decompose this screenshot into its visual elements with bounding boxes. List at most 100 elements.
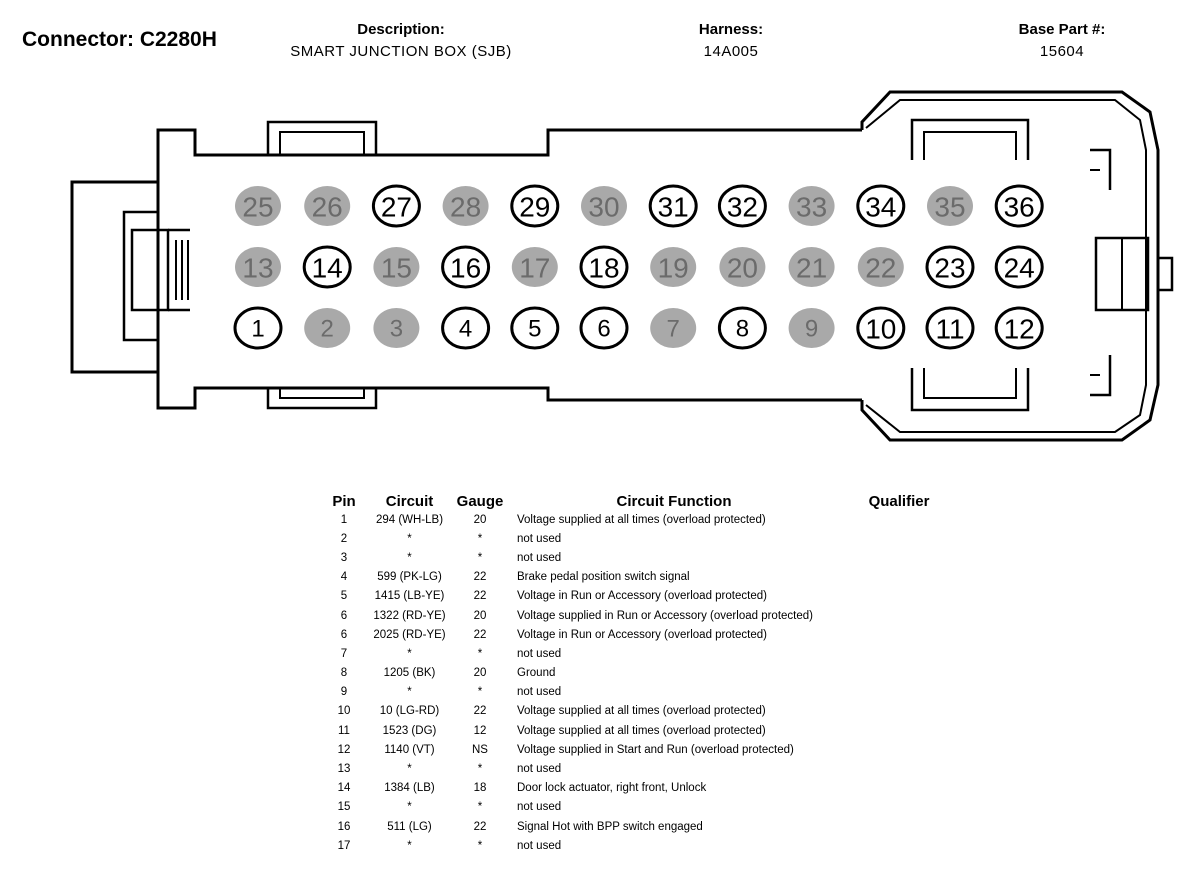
pin-circle <box>650 247 697 287</box>
pin-circle <box>719 247 766 287</box>
pin-15: 15 <box>373 247 420 287</box>
pin-17: 17 <box>511 247 558 287</box>
table-header-row: Pin Circuit Gauge Circuit Function Quali… <box>320 492 959 510</box>
pin-33: 33 <box>788 186 835 226</box>
cell-function: Voltage supplied in Run or Accessory (ov… <box>517 609 813 622</box>
cell-circuit: 1140 (VT) <box>384 743 435 756</box>
cell-circuit: 599 (PK-LG) <box>377 571 442 584</box>
cell-gauge: NS <box>472 743 488 756</box>
table-row: 17**not used <box>320 836 959 855</box>
cell-qualifier <box>839 606 959 625</box>
pin-8: 8 <box>717 306 767 350</box>
pin-number: 33 <box>796 192 827 223</box>
cell-gauge: 20 <box>473 513 487 526</box>
cell-function: Brake pedal position switch signal <box>517 571 690 584</box>
pin-circle <box>511 247 558 287</box>
pin-9: 9 <box>788 308 835 348</box>
pin-number: 23 <box>934 253 965 284</box>
cell-pin: 8 <box>340 667 348 680</box>
description-block: Description: SMART JUNCTION BOX (SJB) <box>271 21 531 60</box>
cell-gauge: * <box>477 551 483 564</box>
cell-circuit: * <box>407 686 412 699</box>
pin-circle <box>648 184 698 228</box>
pin-number: 17 <box>519 253 550 284</box>
pin-30: 30 <box>581 186 627 226</box>
cell-circuit: 1384 (LB) <box>384 782 435 795</box>
pin-circle <box>994 306 1044 350</box>
cell-function: Voltage in Run or Accessory (overload pr… <box>517 590 767 603</box>
pin-number: 7 <box>667 316 680 343</box>
pin-34: 34 <box>856 184 906 228</box>
cell-circuit: * <box>407 801 412 814</box>
pin-29: 29 <box>510 184 560 228</box>
pin-number: 19 <box>658 253 689 284</box>
pin-5: 5 <box>510 306 560 350</box>
table-row: 9**not used <box>320 683 959 702</box>
pin-number: 10 <box>865 314 896 345</box>
cell-qualifier <box>839 779 959 798</box>
pin-19: 19 <box>650 247 697 287</box>
pin-36: 36 <box>994 184 1044 228</box>
cell-function: not used <box>517 551 562 564</box>
cell-pin: 9 <box>340 686 348 699</box>
cell-pin: 5 <box>340 590 348 603</box>
pin-circle <box>441 245 491 289</box>
col-header-qualifier: Qualifier <box>868 492 930 510</box>
cell-qualifier <box>839 683 959 702</box>
cell-function: not used <box>517 532 562 545</box>
pin-28: 28 <box>442 186 489 226</box>
pin-10: 10 <box>856 306 906 350</box>
cell-function: Ground <box>517 667 556 680</box>
cell-gauge: * <box>477 801 483 814</box>
pin-number: 31 <box>658 192 689 223</box>
cell-gauge: 22 <box>473 628 487 641</box>
pin-27: 27 <box>371 184 421 228</box>
base-part-value: 15604 <box>1039 43 1085 60</box>
pin-circle <box>717 306 767 350</box>
pin-circle <box>650 308 697 348</box>
pin-4: 4 <box>441 306 491 350</box>
cell-function: Voltage supplied at all times (overload … <box>517 705 766 718</box>
cell-function: not used <box>517 801 562 814</box>
pin-circle <box>304 308 351 348</box>
pin-number: 13 <box>242 253 273 284</box>
cell-pin: 4 <box>340 571 348 584</box>
cell-qualifier <box>839 548 959 567</box>
pin-number: 6 <box>597 316 610 343</box>
pin-16: 16 <box>441 245 491 289</box>
cell-gauge: 22 <box>473 590 487 603</box>
pin-number: 1 <box>251 316 264 343</box>
pin-circle <box>373 308 420 348</box>
pin-1: 1 <box>233 306 283 350</box>
cell-gauge: 12 <box>473 724 487 737</box>
pin-3: 3 <box>373 308 420 348</box>
cell-gauge: * <box>477 686 483 699</box>
cell-pin: 13 <box>337 763 351 776</box>
pin-number: 24 <box>1004 253 1035 284</box>
base-part-block: Base Part #: 15604 <box>932 21 1192 60</box>
pin-12: 12 <box>994 306 1044 350</box>
cell-qualifier <box>839 721 959 740</box>
harness-block: Harness: 14A005 <box>601 21 861 60</box>
pin-circle <box>371 184 421 228</box>
pin-number: 18 <box>588 253 619 284</box>
pin-circle <box>788 186 835 226</box>
pin-7: 7 <box>650 308 697 348</box>
pin-circle <box>302 245 352 289</box>
pin-circle <box>925 245 975 289</box>
pin-31: 31 <box>648 184 698 228</box>
pin-number: 27 <box>381 192 412 223</box>
cell-circuit: 511 (LG) <box>387 820 432 833</box>
pin-number: 21 <box>796 253 827 284</box>
pin-circle <box>579 306 629 350</box>
cell-qualifier <box>839 798 959 817</box>
pin-number: 3 <box>390 316 403 343</box>
harness-value: 14A005 <box>703 43 759 60</box>
base-part-label: Base Part #: <box>1018 21 1106 38</box>
table-row: 7**not used <box>320 644 959 663</box>
